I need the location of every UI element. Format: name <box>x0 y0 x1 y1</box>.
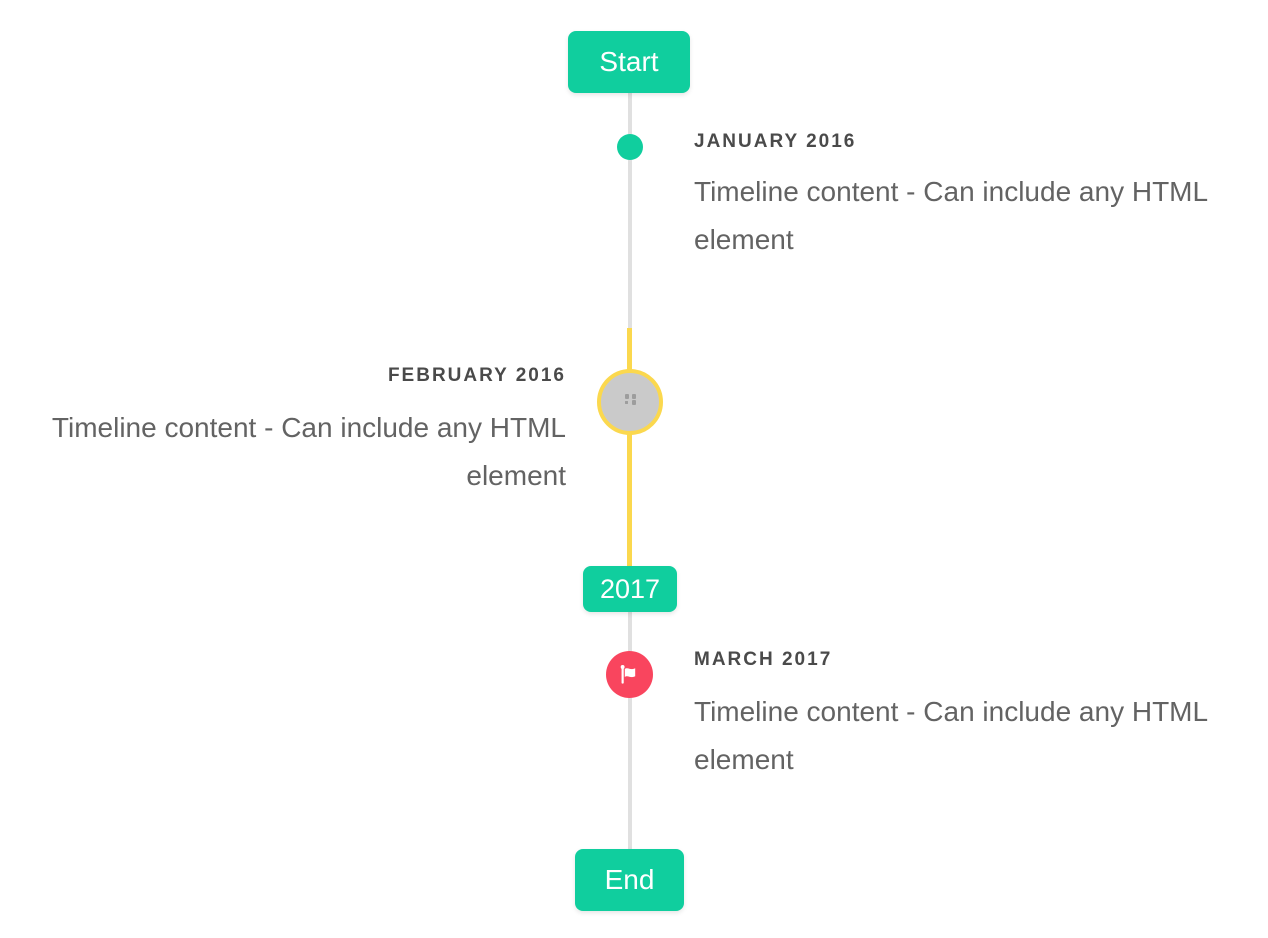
event-title: FEBRUARY 2016 <box>387 365 566 386</box>
event-content: Timeline content - Can include any HTML … <box>51 412 566 491</box>
broken-image-icon <box>622 391 639 413</box>
event-title: MARCH 2017 <box>694 649 833 670</box>
event-marker-dot[interactable] <box>617 134 643 160</box>
timeline-line-segment-bottom <box>628 612 632 849</box>
event-content: Timeline content - Can include any HTML … <box>694 696 1208 775</box>
timeline-period-line-segment <box>627 328 632 566</box>
end-button[interactable]: End <box>575 849 684 911</box>
year-badge[interactable]: 2017 <box>583 566 677 612</box>
flag-icon <box>617 662 643 688</box>
start-button[interactable]: Start <box>568 31 690 93</box>
event-marker-image-bullet[interactable] <box>597 369 663 435</box>
event-marker-flag[interactable] <box>606 651 653 698</box>
event-content: Timeline content - Can include any HTML … <box>694 176 1208 255</box>
event-title: JANUARY 2016 <box>694 131 857 152</box>
timeline-line-segment-top <box>628 93 632 328</box>
